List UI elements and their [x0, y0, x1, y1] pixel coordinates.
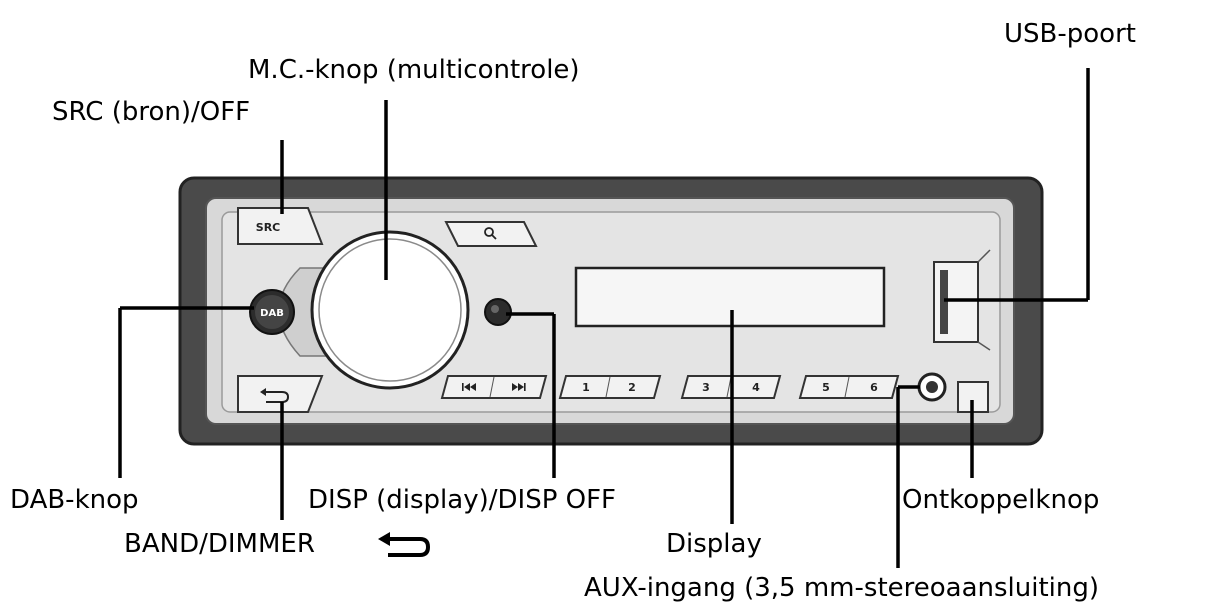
preset-6-label: 6 [870, 381, 878, 394]
label-aux: AUX-ingang (3,5 mm-stereoaansluiting) [584, 573, 1099, 603]
label-disp: DISP (display)/DISP OFF [308, 485, 616, 515]
disp-button[interactable] [484, 298, 512, 326]
src-button[interactable]: SRC [237, 207, 324, 245]
leader-lines [118, 68, 1090, 568]
track-skip-buttons[interactable] [440, 375, 548, 399]
preset-1-label: 1 [582, 381, 590, 394]
preset-buttons-1-2[interactable]: 1 2 [558, 375, 662, 399]
return-arrow-icon [260, 388, 290, 403]
src-button-label: SRC [256, 221, 280, 234]
label-release: Ontkoppelknop [902, 485, 1099, 515]
preset-3-label: 3 [702, 381, 710, 394]
label-display: Display [666, 529, 762, 559]
label-dab-knob: DAB-knop [10, 485, 139, 515]
next-track-icon [512, 383, 526, 391]
aux-jack[interactable] [917, 372, 947, 402]
label-usb-port: USB-poort [1004, 19, 1136, 49]
dab-button-label: DAB [260, 308, 284, 319]
preset-4-label: 4 [752, 381, 760, 394]
mc-knob[interactable] [310, 230, 470, 390]
preset-buttons-5-6[interactable]: 5 6 [798, 375, 900, 399]
usb-port[interactable] [933, 249, 991, 351]
display-window [574, 266, 886, 328]
search-icon [484, 227, 497, 240]
label-band-dimmer: BAND/DIMMER [124, 529, 315, 559]
dab-button[interactable]: DAB [249, 289, 295, 335]
preset-2-label: 2 [628, 381, 636, 394]
prev-track-icon [462, 383, 476, 391]
band-dimmer-button[interactable] [237, 375, 324, 413]
label-mc-knob: M.C.-knop (multicontrole) [248, 55, 580, 85]
return-arrow-icon [378, 532, 431, 557]
label-src-off: SRC (bron)/OFF [52, 97, 250, 127]
search-button[interactable] [444, 221, 538, 247]
preset-5-label: 5 [822, 381, 830, 394]
